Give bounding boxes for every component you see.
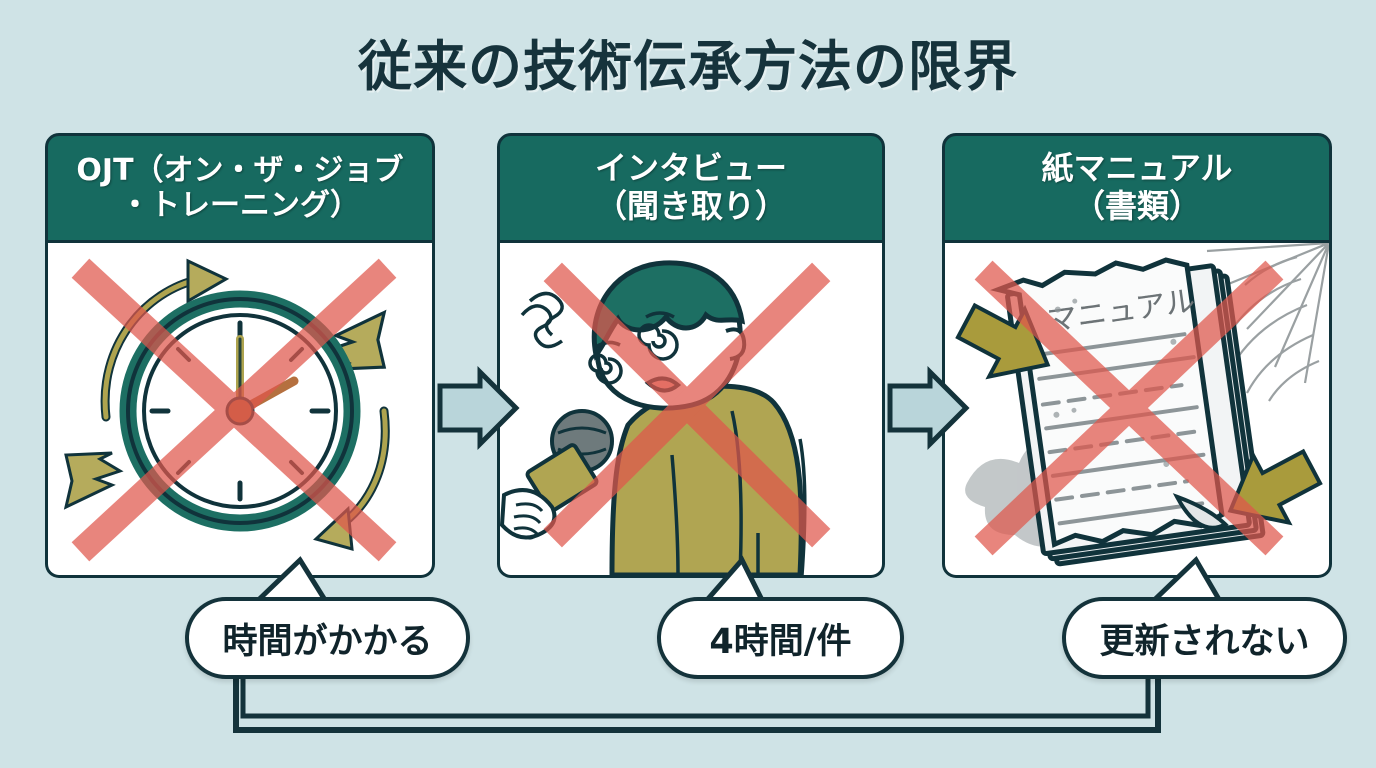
card-paper-manual-header-line2: （書類）	[1072, 187, 1201, 225]
dizzy-squiggle-icon	[520, 291, 564, 349]
card-interview-header-line1: インタビュー	[594, 149, 787, 188]
microphone-icon	[500, 409, 614, 540]
card-ojt-header: OJT（オン・ザ・ジョブ ・トレーニング）	[45, 133, 435, 243]
card-interview-header-line2: （聞き取り）	[594, 187, 787, 225]
card-interview-header: インタビュー （聞き取り）	[497, 133, 885, 243]
red-cross-icon	[71, 258, 397, 562]
card-ojt-header-line1: OJT（オン・ザ・ジョブ	[76, 152, 404, 188]
card-paper-manual-header-line1: 紙マニュアル	[1041, 149, 1233, 188]
card-interview: インタビュー （聞き取り）	[497, 133, 885, 578]
card-interview-body	[497, 243, 885, 578]
clock-illustration	[63, 258, 397, 562]
olive-arrow-bottom-left	[63, 451, 124, 510]
spiral-eye-icon	[588, 323, 679, 385]
bubble-paper-manual-label: 更新されない	[1099, 621, 1310, 662]
card-paper-manual-body: マニュアル	[942, 243, 1332, 578]
exhausted-person-illustration	[500, 260, 831, 575]
bubble-interview-label: 4時間/件	[709, 621, 852, 662]
bubble-paper-manual: 更新されない	[1062, 597, 1347, 679]
bubble-ojt-label: 時間がかかる	[222, 621, 433, 662]
card-paper-manual: 紙マニュアル （書類）	[942, 133, 1332, 578]
card-ojt: OJT（オン・ザ・ジョブ ・トレーニング）	[45, 133, 435, 578]
card-ojt-header-line2: ・トレーニング）	[119, 188, 360, 223]
dusty-manual-illustration: マニュアル	[955, 243, 1329, 567]
page-title: 従来の技術伝承方法の限界	[358, 35, 1018, 98]
card-paper-manual-header: 紙マニュアル （書類）	[942, 133, 1332, 243]
bubble-ojt: 時間がかかる	[185, 597, 470, 679]
red-cross-icon	[543, 262, 831, 548]
red-cross-icon	[974, 260, 1284, 556]
card-ojt-body	[45, 243, 435, 578]
bubble-interview: 4時間/件	[657, 597, 904, 679]
